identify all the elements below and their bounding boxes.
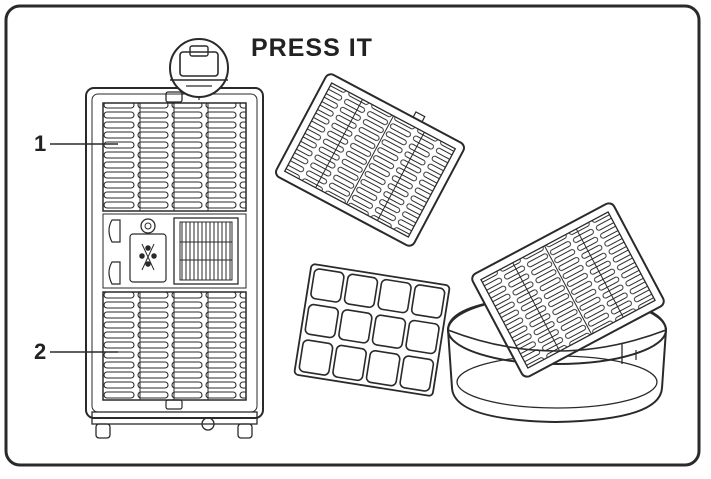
ac-unit-rear-view [85,87,264,439]
filter-mesh [293,263,451,397]
latch-magnifier [169,38,229,100]
press-it-label: PRESS IT [251,34,373,62]
removed-filter [275,73,465,247]
soaking-filter [471,202,665,378]
callout-1-number: 1 [34,131,47,156]
water-line [447,329,667,352]
callout-2-number: 2 [34,339,47,364]
